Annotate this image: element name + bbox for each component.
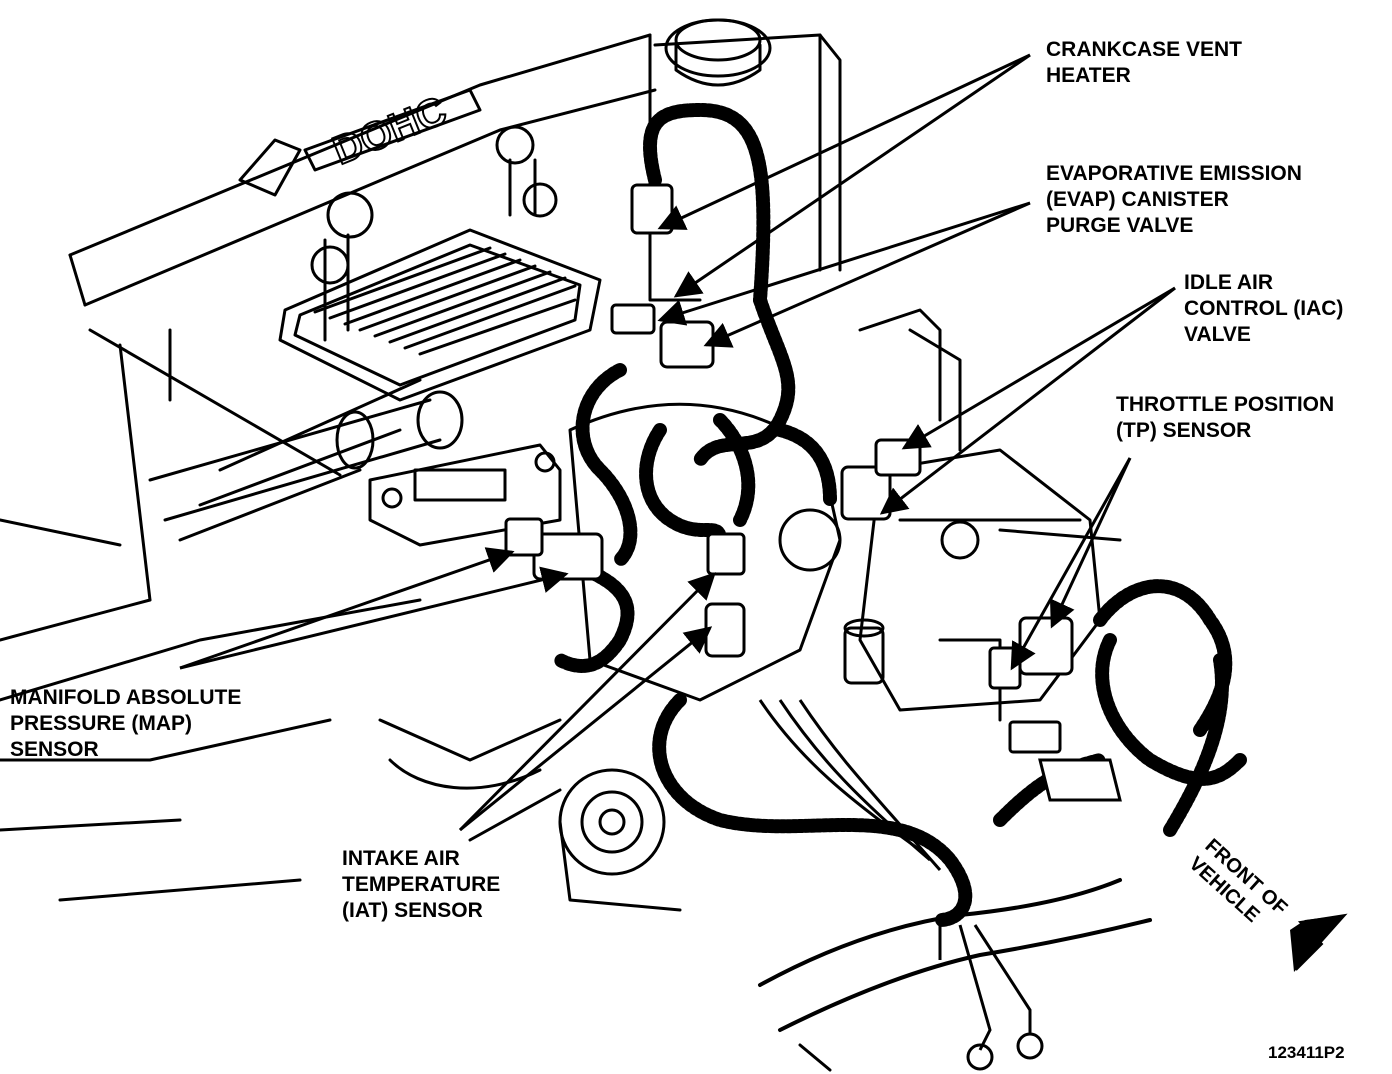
- label-line: THROTTLE POSITION: [1116, 393, 1335, 416]
- front-arrow-head: [1290, 915, 1345, 972]
- label-line: INTAKE AIR: [342, 847, 460, 870]
- label-crankcase-vent-heater: CRANKCASE VENT HEATER: [1046, 37, 1242, 89]
- label-line: TEMPERATURE: [342, 873, 501, 896]
- components: [504, 183, 1122, 802]
- label-line: SENSOR: [10, 738, 99, 761]
- engine-block: [0, 18, 1152, 1072]
- label-evap-canister-purge-valve: EVAPORATIVE EMISSION (EVAP) CANISTER PUR…: [1046, 161, 1302, 239]
- figure-number: 123411P2: [1268, 1043, 1345, 1062]
- ring-terminals: [966, 1032, 1044, 1071]
- engine-marking: DOHC: [327, 88, 453, 173]
- label-idle-air-control-valve: IDLE AIR CONTROL (IAC) VALVE: [1184, 270, 1343, 348]
- label-iat-sensor: INTAKE AIR TEMPERATURE (IAT) SENSOR: [342, 846, 500, 924]
- iat-sensor-connector: [706, 532, 746, 576]
- map-sensor-connector: [532, 532, 604, 581]
- label-line: EVAPORATIVE EMISSION: [1046, 162, 1302, 185]
- label-line: (EVAP) CANISTER: [1046, 188, 1229, 211]
- label-line: VALVE: [1184, 323, 1251, 346]
- tp-sensor-connector: [1018, 616, 1074, 676]
- label-line: CRANKCASE VENT: [1046, 38, 1243, 61]
- label-line: CONTROL (IAC): [1184, 297, 1344, 320]
- label-line: MANIFOLD ABSOLUTE: [10, 686, 242, 709]
- iat-sensor-body: [704, 602, 746, 658]
- label-throttle-position-sensor: THROTTLE POSITION (TP) SENSOR: [1116, 392, 1334, 444]
- label-line: PRESSURE (MAP): [10, 712, 193, 735]
- label-map-sensor: MANIFOLD ABSOLUTE PRESSURE (MAP) SENSOR: [10, 685, 241, 763]
- evap-purge-valve-connector: [659, 320, 715, 369]
- label-line: (IAT) SENSOR: [342, 899, 483, 922]
- label-line: HEATER: [1046, 64, 1131, 87]
- label-line: (TP) SENSOR: [1116, 419, 1252, 442]
- label-line: PURGE VALVE: [1046, 214, 1194, 237]
- label-line: IDLE AIR: [1184, 271, 1274, 294]
- harness-wires: [718, 620, 1032, 1051]
- leader-lines: [179, 53, 1176, 832]
